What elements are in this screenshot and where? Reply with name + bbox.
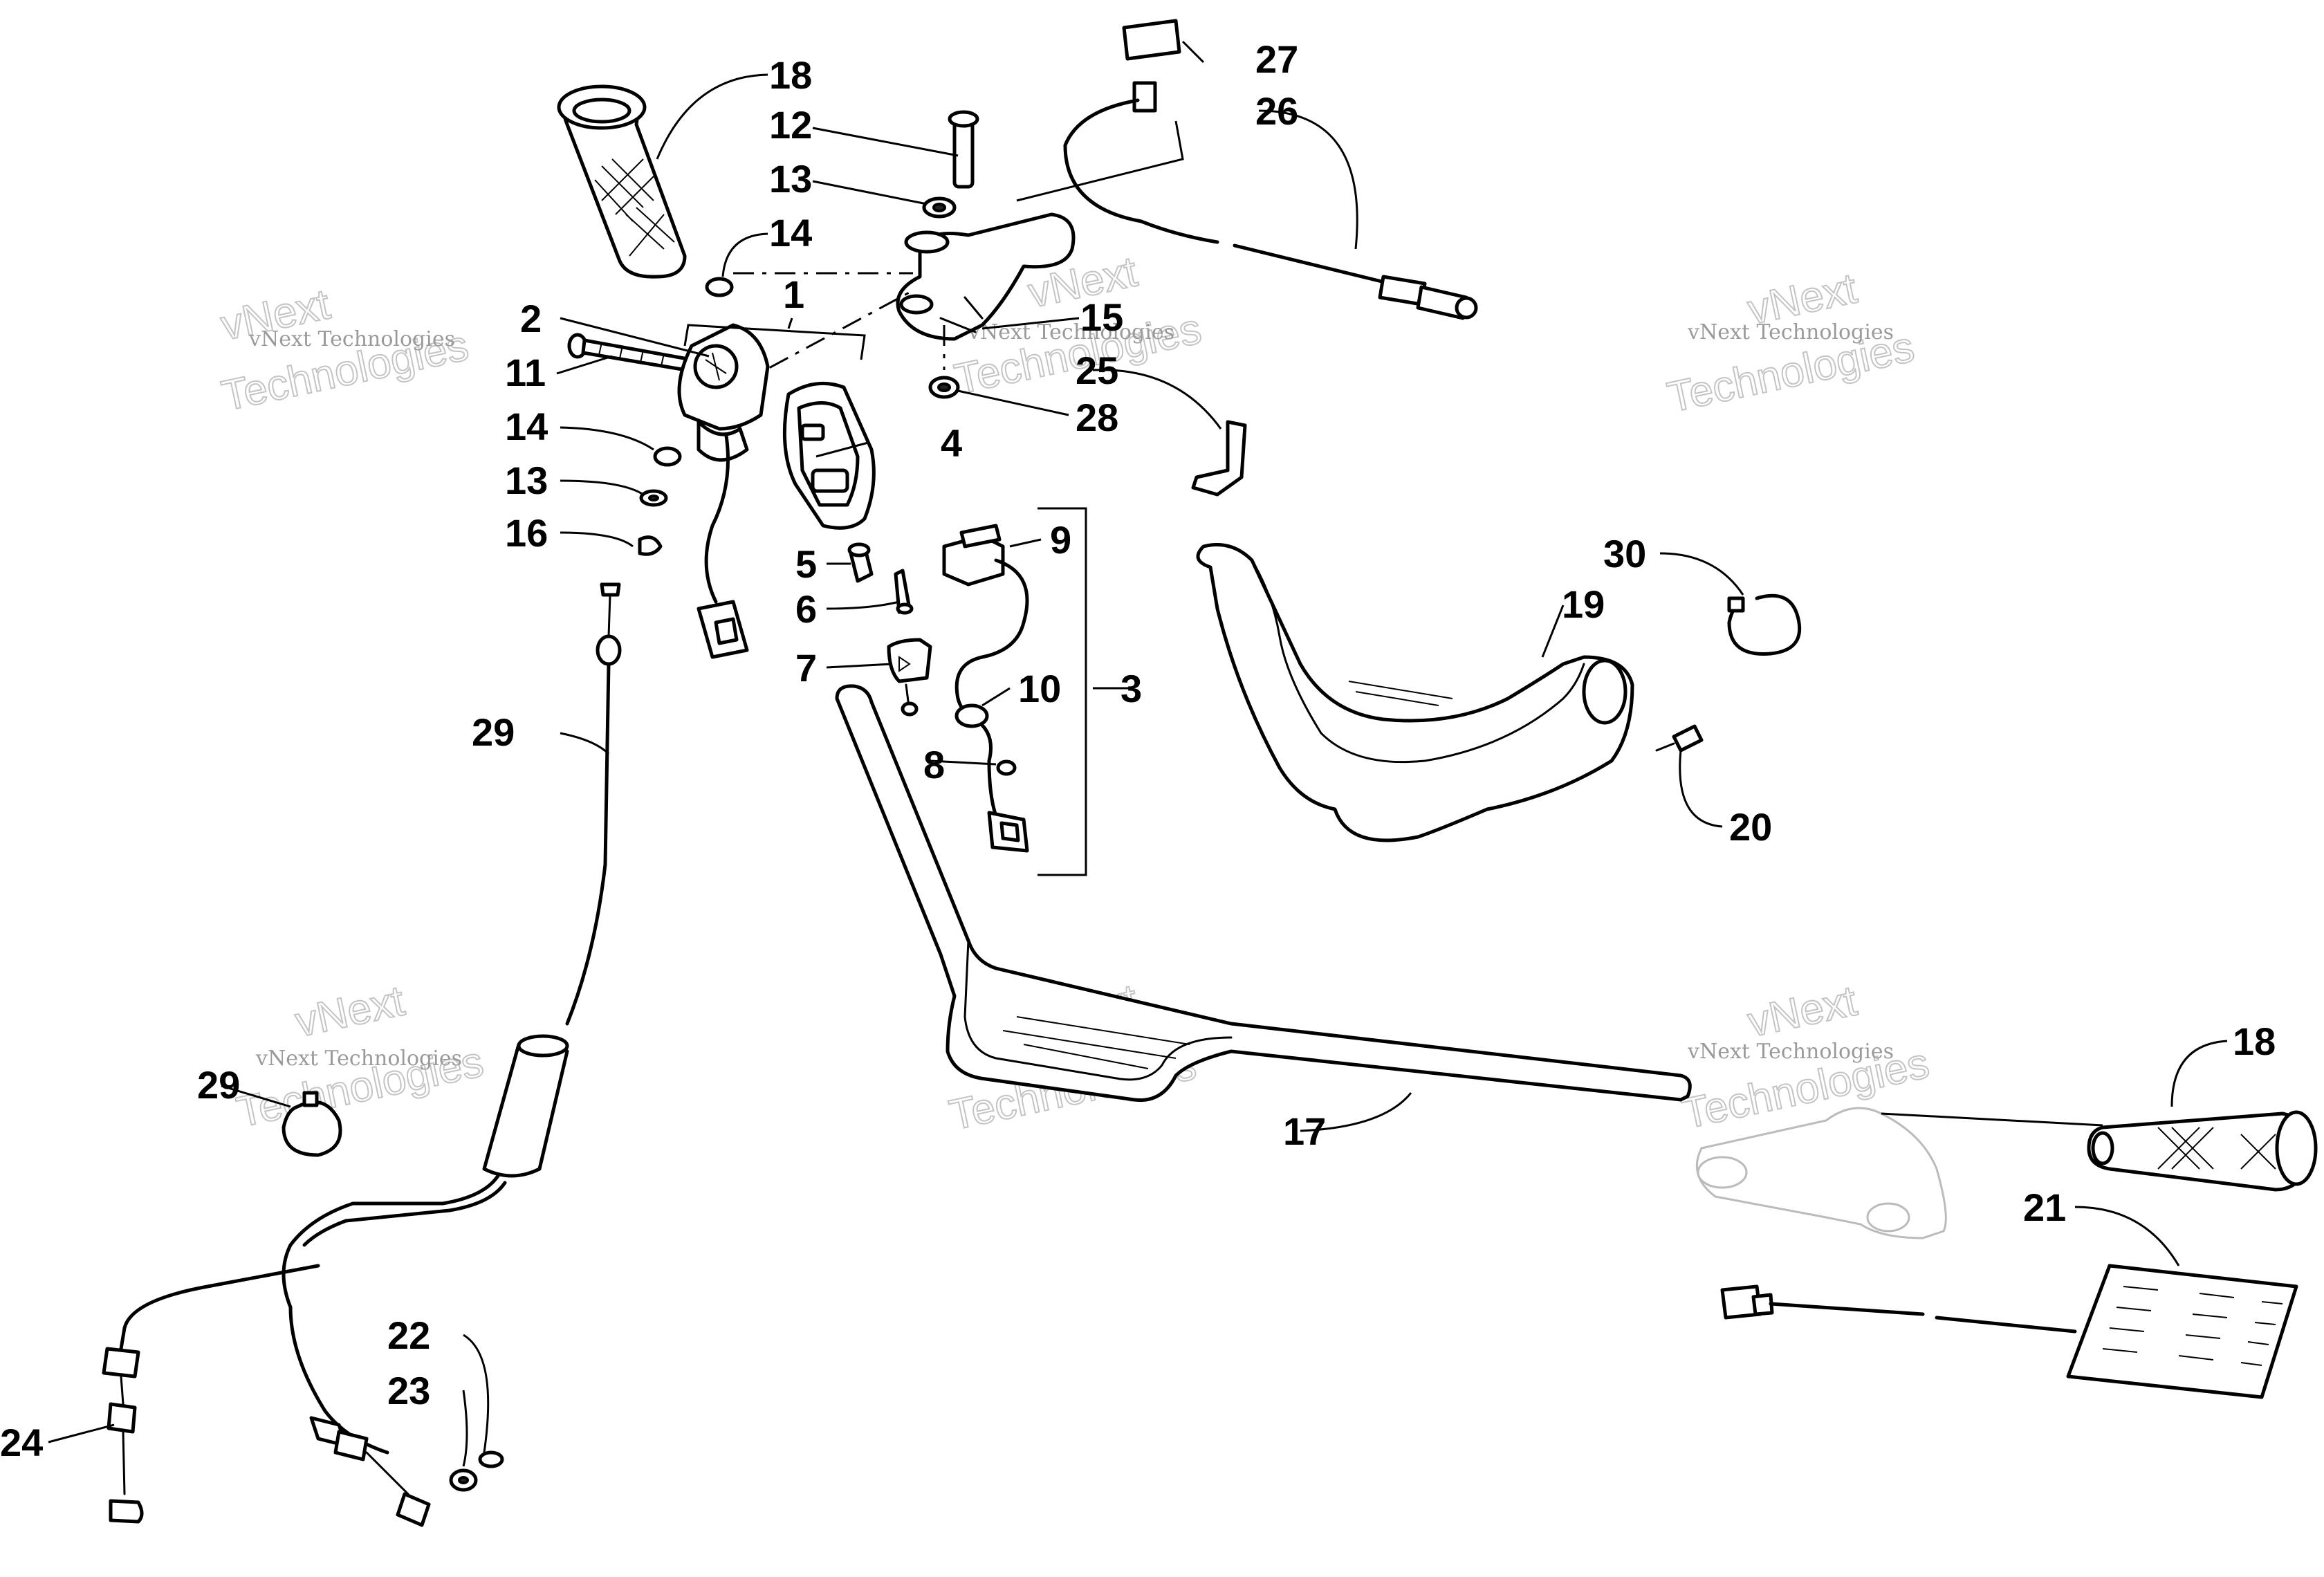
handlebar [835,684,1692,1103]
callout-2-housing: 2 [520,297,542,340]
callout-17-handlebar: 17 [1283,1109,1326,1153]
callout-20-screw: 20 [1729,805,1772,849]
callout-18-right-grip: 18 [2233,1020,2276,1063]
watermark-small-bottom-left: vNext Technologies [255,1046,462,1071]
left-grip [557,84,687,279]
watermark-big-7: vNext [291,977,408,1046]
throttle-housing [677,323,770,462]
clamp-left [282,1091,342,1157]
screw [567,333,694,373]
callout-labels: 18 12 13 14 1 2 11 14 13 16 4 15 25 28 2… [0,37,2276,1464]
pad [1122,19,1181,61]
pin [948,110,979,189]
callout-9-switch: 9 [1050,518,1071,562]
callout-13-washer-lower: 13 [505,459,548,502]
callout-10-wire: 10 [1018,667,1061,710]
bracket [894,569,914,615]
group-bracket-1 [683,324,866,360]
ring-upper [705,277,734,297]
right-grip [2087,1110,2318,1192]
callout-28-washer: 23 [387,1369,430,1412]
watermark-small-top-left: vNext Technologies [248,327,455,351]
callout-13-washer-upper: 13 [769,157,812,201]
clip-washer [449,1450,504,1492]
callout-5-plunger: 5 [795,542,817,586]
callout-12-pin: 12 [769,103,812,147]
group-bracket-3 [1038,507,1087,876]
callout-3-switch-group: 3 [1120,667,1142,710]
callout-7-plate: 7 [795,646,817,690]
clamp-right [1727,593,1802,656]
callout-27-clip: 22 [387,1313,430,1357]
switch [942,524,1005,587]
ring-lower [653,446,682,467]
callout-18-left-grip: 18 [769,53,812,97]
washer-lower [639,489,668,507]
callout-4-switch-housing: 4 [941,421,962,465]
grip-heater [1720,1264,2298,1399]
brake-lever-ghost [1695,1107,1947,1239]
watermark-big-11: vNext [1744,977,1861,1046]
watermark-small-top-right: vNext Technologies [1687,320,1894,344]
callout-24-pad: 27 [1255,37,1298,81]
callout-15-throttle-lever: 15 [1080,295,1123,339]
callout-21-heater: 21 [2023,1186,2066,1229]
switch-housing [782,381,876,530]
callout-8-connector: 8 [923,743,945,786]
throttle-cable [102,582,622,1527]
washer-upper [922,196,957,219]
callout-30-adjuster: 24 [0,1421,43,1464]
switch-wire [954,558,1029,853]
callout-25-nut: 28 [1076,396,1118,439]
assembly-line-2 [732,289,914,389]
callout-26-cable: 29 [472,710,515,754]
handlebar-pad [1196,543,1634,842]
throttle-lever [896,212,1076,341]
watermark-small-bottom-right: vNext Technologies [1687,1040,1894,1064]
plate [887,638,932,717]
callout-22-clip: 25 [1076,349,1118,392]
watermark-small-top-center: vNext Technologies [968,320,1174,344]
callout-11-screw: 11 [505,351,546,394]
callout-16-e-clip: 16 [505,511,548,555]
throttle-heater-wire [1016,81,1478,320]
callout-6-bracket: 6 [795,587,817,631]
callout-29-clamp-left: 29 [197,1063,240,1107]
callout-1-throttle-assembly: 1 [783,273,804,316]
nut [928,325,960,399]
plunger [847,542,874,583]
callout-14-ring-upper: 14 [769,211,812,255]
callout-19-pad: 19 [1562,582,1605,626]
callout-29-clamp-right: 30 [1603,532,1646,575]
e-clip [638,535,663,556]
pad-screw [1655,724,1704,753]
callout-14-ring-lower: 14 [505,405,548,448]
housing-wire [697,434,749,659]
callout-23-heater-wire: 26 [1255,89,1298,133]
leader-lines [48,40,2228,1467]
clip [1191,420,1247,497]
